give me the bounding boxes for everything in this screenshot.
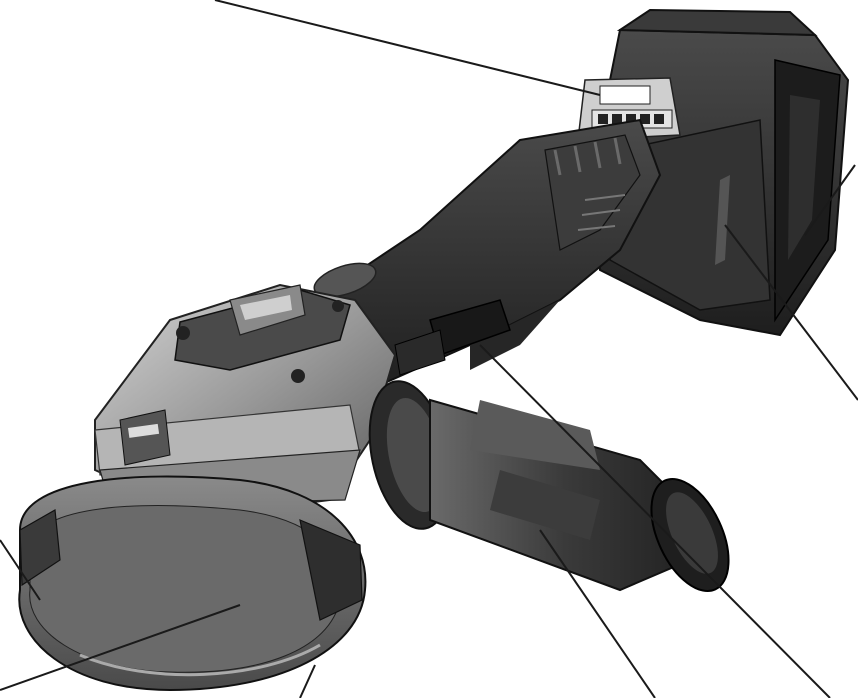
leader-battery-pack [724,224,858,401]
main-switch [394,299,511,376]
side-handle [368,380,730,593]
leader-battery-release [804,164,856,236]
leader-side-handle [539,529,656,698]
leader-motor-housing [479,344,831,698]
gear-head [94,283,397,512]
leader-wheel-guard [0,539,41,601]
wheel-edge [79,643,321,677]
wheel-guard [18,475,367,692]
leader-battery-gauge [214,0,601,96]
leader-wheel-edge [299,664,316,698]
battery-gauge [577,77,681,141]
leader-spindle-flange [0,604,241,691]
